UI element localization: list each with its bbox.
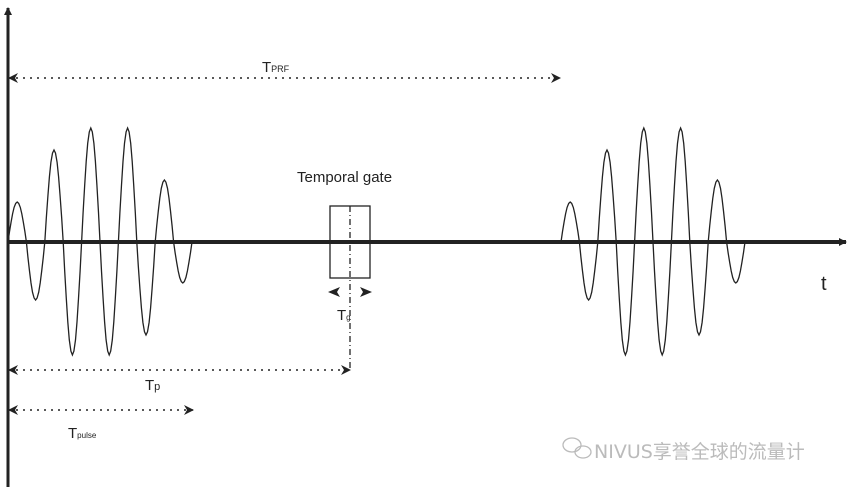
pulse-waveform-2 <box>560 126 746 357</box>
pulse-waveform-1 <box>7 126 193 357</box>
t-prf-label: TPRF <box>262 59 290 76</box>
gate-right-arrow-icon <box>360 287 372 297</box>
wechat-icon <box>562 437 592 459</box>
t-gate-label: Tg <box>337 307 351 324</box>
gate-left-arrow-icon <box>328 287 340 297</box>
t-pulse-label: Tpulse <box>68 425 97 442</box>
t-p-label: Tp <box>145 377 160 394</box>
time-axis-label: t <box>821 273 827 295</box>
temporal-gate-label: Temporal gate <box>297 169 392 186</box>
watermark-text: NIVUS享誉全球的流量计 <box>594 441 805 463</box>
